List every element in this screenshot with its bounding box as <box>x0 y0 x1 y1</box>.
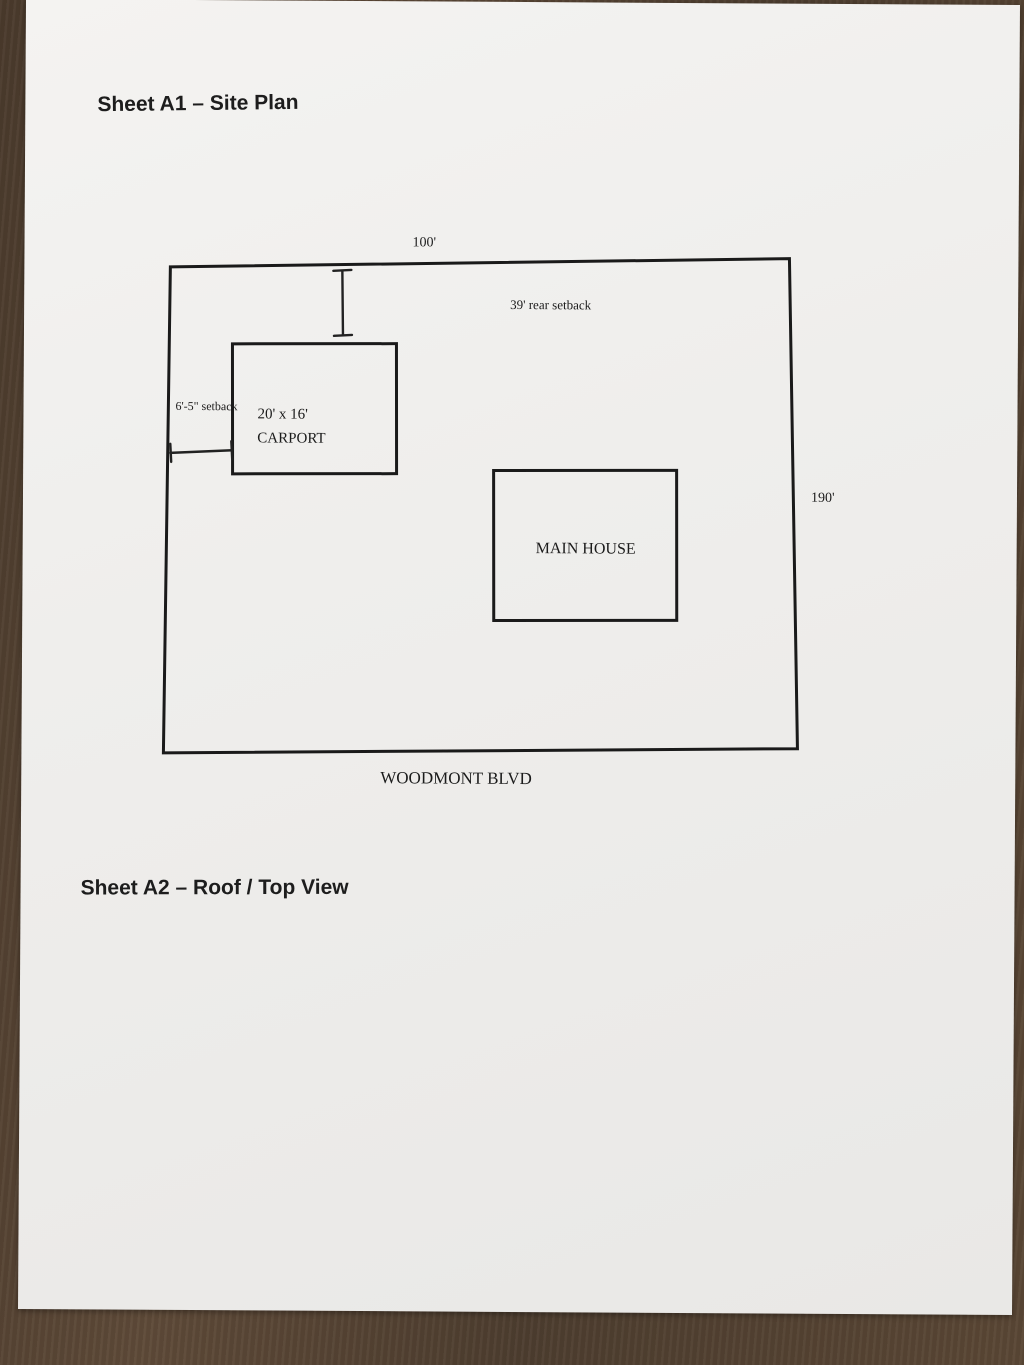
side-setback-marker <box>169 440 234 464</box>
rear-setback-marker <box>332 268 354 338</box>
street-label: WOODMONT BLVD <box>380 768 532 788</box>
site-plan-drawing: 100' 190' 39' rear setback 20' x 16' CAR… <box>161 235 835 788</box>
sheet-a2-title: Sheet A2 – Roof / Top View <box>80 875 349 900</box>
lot-boundary <box>161 257 799 755</box>
carport-name-label: CARPORT <box>257 430 325 446</box>
paper-sheet: Sheet A1 – Site Plan 100' 190' 39' rear … <box>18 0 1020 1316</box>
carport-outline <box>230 342 399 476</box>
main-house-label: MAIN HOUSE <box>536 540 636 558</box>
rear-setback-label: 39' rear setback <box>510 297 592 312</box>
main-house-outline <box>492 468 679 622</box>
side-setback-label: 6'-5" setback <box>175 399 237 413</box>
carport-size-label: 20' x 16' <box>257 406 308 422</box>
lot-depth-label: 190' <box>811 491 835 506</box>
lot-width-label: 100' <box>412 235 436 250</box>
